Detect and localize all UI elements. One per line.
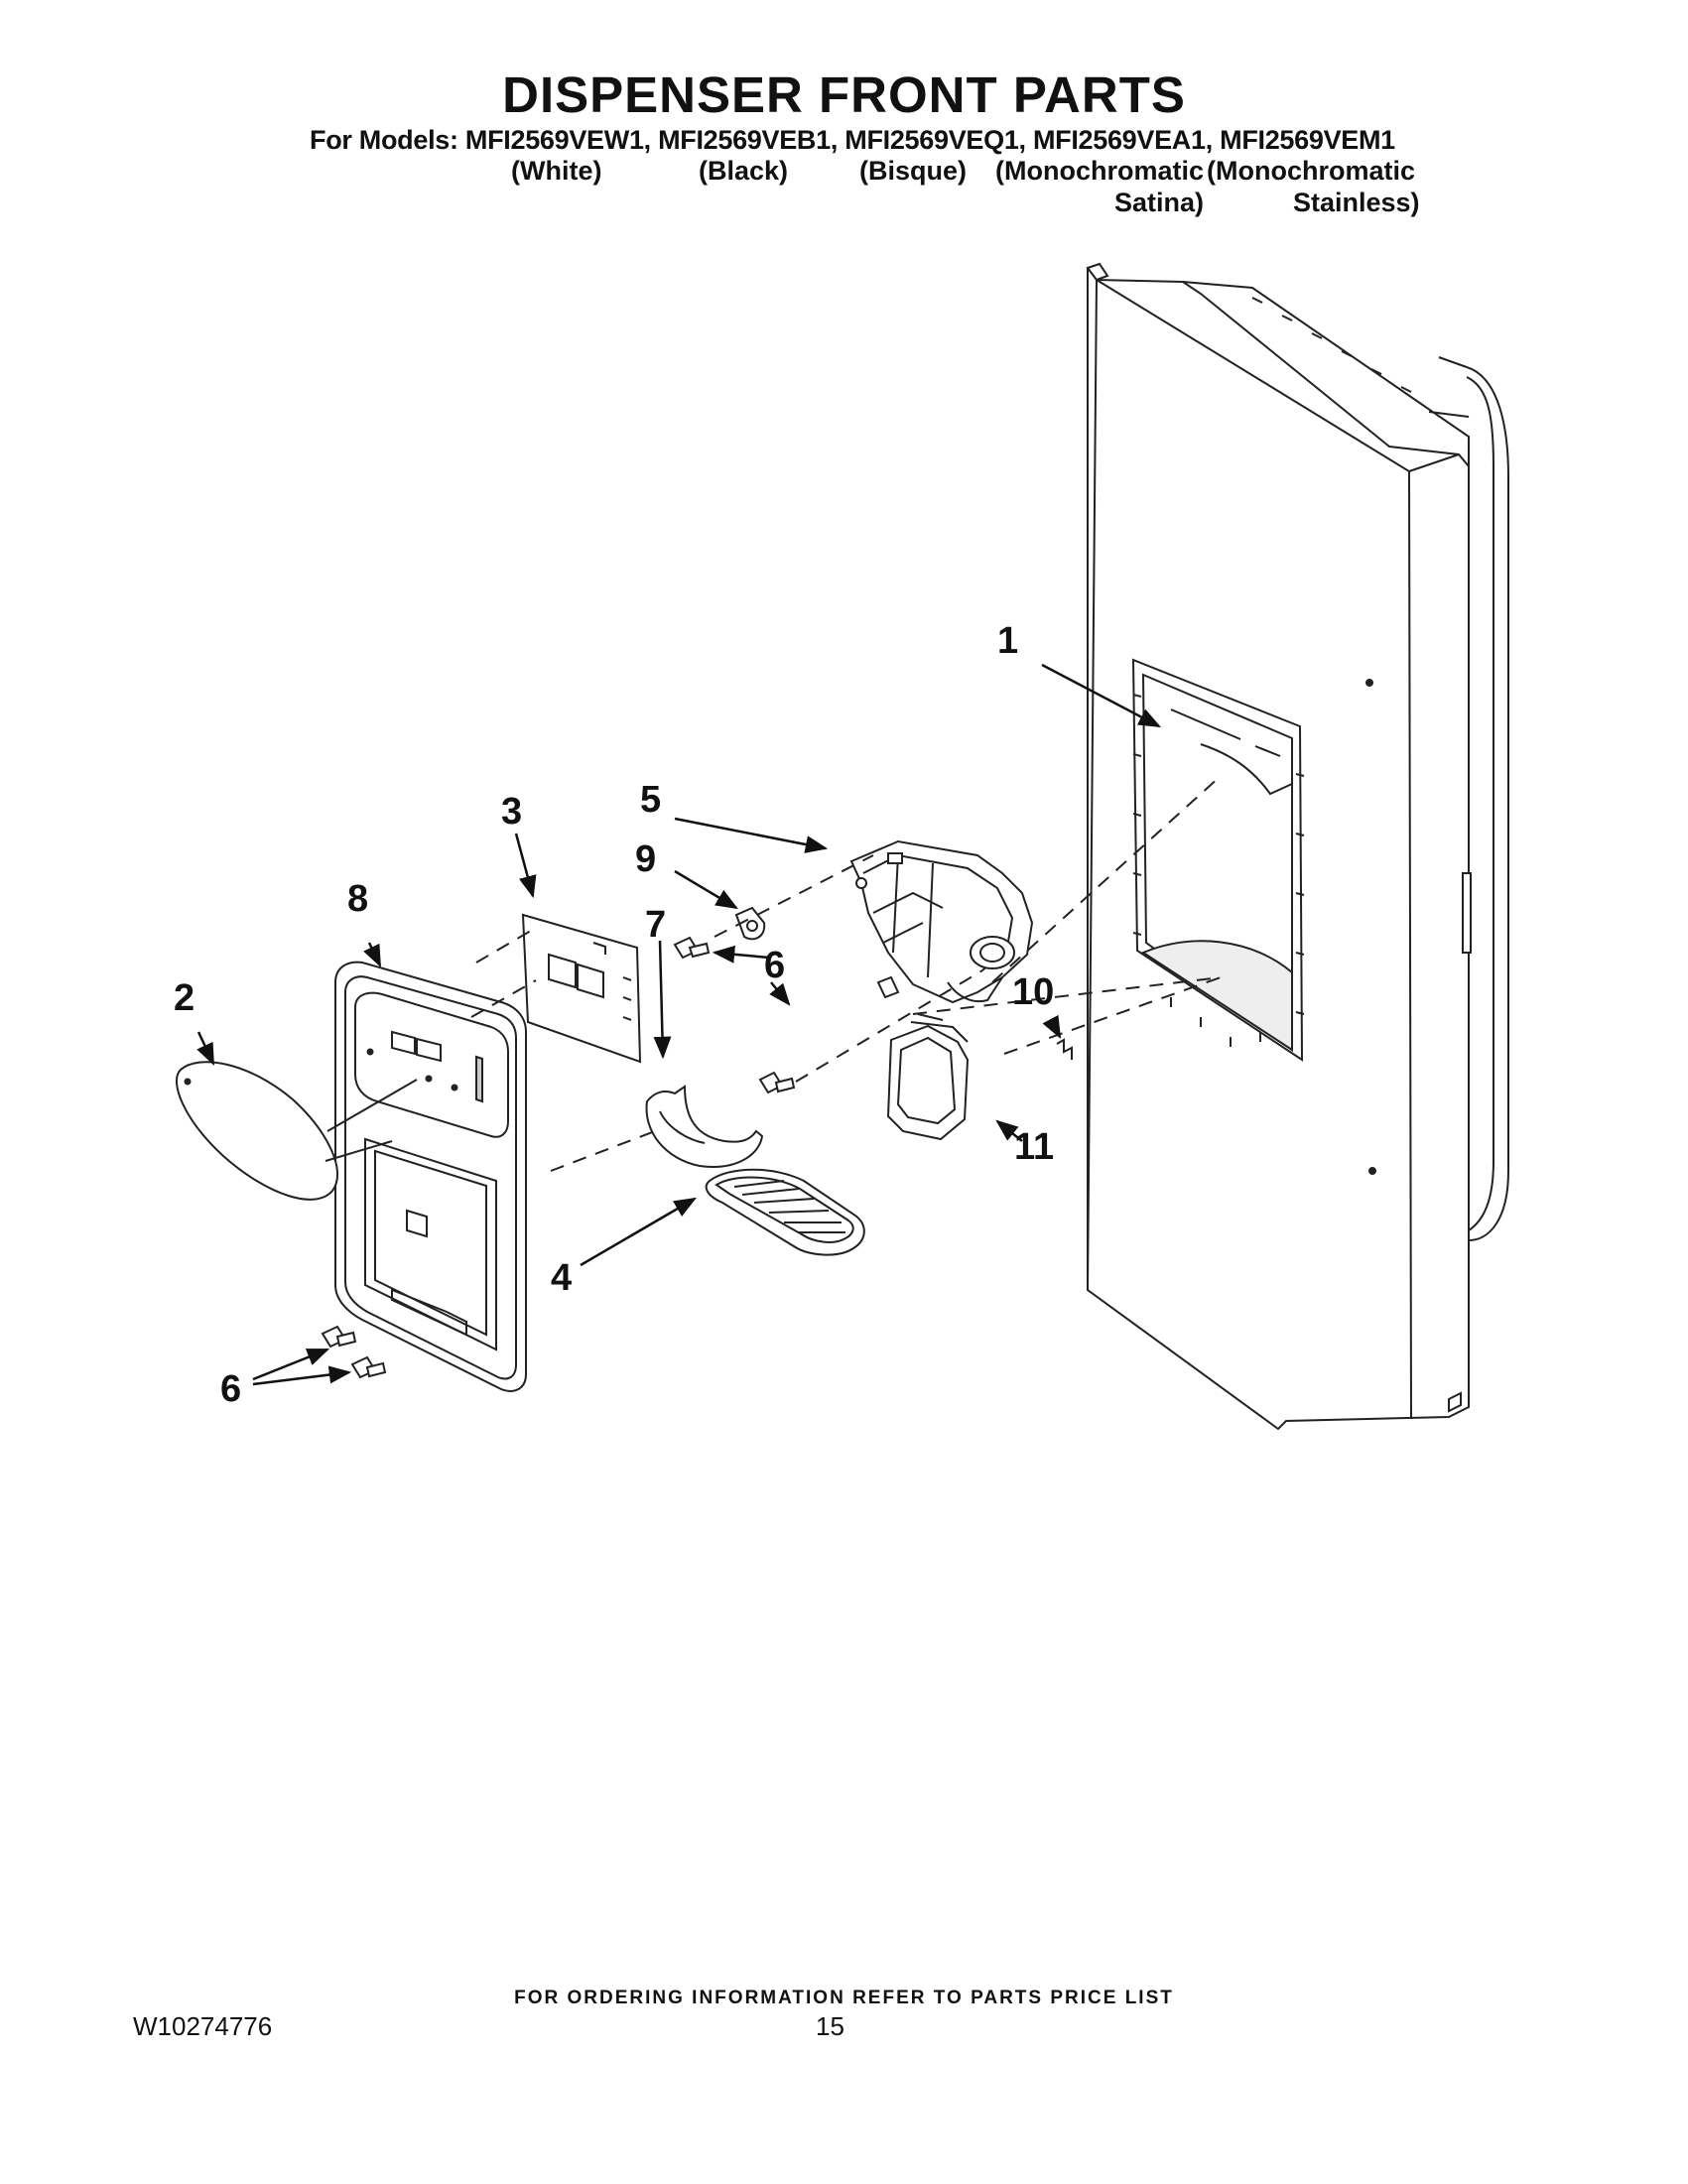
callout-arrows bbox=[196, 663, 1161, 1386]
screw-lower-a bbox=[321, 1325, 357, 1349]
page-number: 15 bbox=[816, 2011, 844, 2041]
dispenser-opening bbox=[1131, 658, 1305, 1062]
light-cover bbox=[645, 1085, 764, 1168]
page-title: DISPENSER FRONT PARTS bbox=[502, 66, 1186, 123]
ordering-note: FOR ORDERING INFORMATION REFER TO PARTS … bbox=[514, 1988, 1174, 2008]
door-panel bbox=[1086, 262, 1509, 1431]
callout-4: 4 bbox=[551, 1257, 572, 1299]
models-line: For Models: MFI2569VEW1, MFI2569VEB1, MF… bbox=[310, 125, 1395, 155]
spring-part bbox=[1056, 1038, 1073, 1060]
document-number: W10274776 bbox=[133, 2011, 273, 2041]
dispenser-housing bbox=[334, 961, 527, 1392]
variant-monochromatic-satina-line2: Satina) bbox=[1114, 188, 1205, 217]
dispenser-control-assembly bbox=[849, 839, 1034, 1004]
callout-8: 8 bbox=[347, 878, 368, 920]
variant-bisque: (Bisque) bbox=[859, 156, 967, 186]
callout-11: 11 bbox=[1014, 1126, 1054, 1168]
dispenser-chute-bracket bbox=[886, 1013, 970, 1141]
callout-1: 1 bbox=[997, 620, 1018, 662]
screw-upper bbox=[673, 936, 711, 960]
screw-lower-b bbox=[350, 1355, 387, 1379]
callout-9: 9 bbox=[635, 838, 656, 880]
alignment-lines bbox=[470, 775, 1222, 1172]
dispenser-paddle bbox=[176, 1061, 338, 1201]
drip-tray bbox=[705, 1168, 865, 1256]
variant-monochromatic-stainless: (Monochromatic bbox=[1207, 156, 1416, 186]
callout-10: 10 bbox=[1012, 971, 1054, 1013]
callout-5: 5 bbox=[640, 779, 661, 821]
callout-2: 2 bbox=[174, 977, 195, 1019]
callout-7: 7 bbox=[645, 904, 666, 946]
variant-white: (White) bbox=[511, 156, 602, 186]
leader-lines bbox=[325, 1079, 418, 1162]
callout-6b: 6 bbox=[220, 1368, 241, 1410]
screw-middle bbox=[758, 1071, 796, 1094]
control-board bbox=[521, 913, 642, 1064]
variant-black: (Black) bbox=[699, 156, 789, 186]
callout-6a: 6 bbox=[764, 945, 785, 986]
variant-monochromatic-satina: (Monochromatic bbox=[995, 156, 1205, 186]
variant-monochromatic-stainless-line2: Stainless) bbox=[1293, 188, 1420, 217]
callout-3: 3 bbox=[501, 791, 522, 833]
